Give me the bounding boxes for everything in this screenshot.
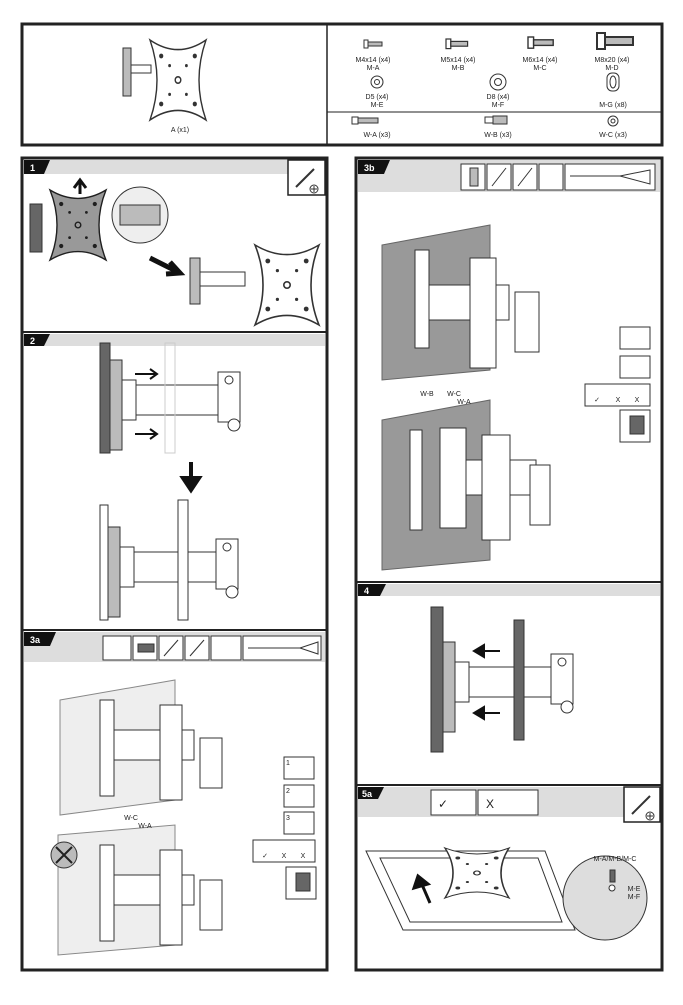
arrow-right-down-icon — [148, 255, 186, 277]
svg-text:W-B: W-B — [420, 391, 434, 398]
detail-magnifier — [562, 855, 648, 941]
svg-text:M8x20 (x4): M8x20 (x4) — [594, 57, 629, 64]
svg-text:M6x14 (x4): M6x14 (x4) — [522, 57, 557, 64]
tools-required-icons — [102, 635, 322, 661]
svg-text:4: 4 — [364, 586, 369, 596]
svg-text:M-G (x8): M-G (x8) — [599, 102, 627, 109]
screw-m-b: M5x14 (x4)M-B — [440, 38, 476, 72]
wall-screw-w-a: W-A (x3) — [351, 116, 391, 139]
step-1-panel: 1 — [24, 159, 326, 326]
step-5a-panel: 5a ✓ X M-A/M-B/M-C M-E M-F — [358, 786, 661, 941]
svg-text:M-A/M-B/M-C: M-A/M-B/M-C — [594, 856, 637, 863]
drilling-steps: ✓ X X — [584, 326, 651, 443]
arrow-right-icon — [135, 368, 159, 380]
step-number: 1 — [30, 163, 35, 173]
svg-text:1: 1 — [286, 760, 290, 767]
svg-text:M-E: M-E — [628, 886, 641, 893]
step-2-panel: 2 — [24, 334, 325, 621]
svg-text:X: X — [301, 853, 306, 860]
screw-m-a: M4x14 (x4)M-A — [355, 39, 391, 72]
svg-text:M-F: M-F — [492, 102, 504, 109]
svg-text:W-A (x3): W-A (x3) — [363, 132, 390, 139]
svg-text:M-A: M-A — [367, 65, 380, 72]
washer-m-e: D5 (x4)M-E — [366, 75, 389, 109]
svg-text:D8 (x4): D8 (x4) — [487, 94, 510, 101]
svg-text:W-C (x3): W-C (x3) — [599, 132, 627, 139]
wall-plug-w-b: W-B (x3) — [484, 115, 512, 139]
parts-list: A (x1) M4x14 (x4)M-A M5x14 (x4)M-B M6x14… — [20, 22, 664, 147]
tools-required-icons — [460, 163, 656, 191]
svg-text:D5 (x4): D5 (x4) — [366, 94, 389, 101]
svg-text:✓: ✓ — [438, 797, 448, 811]
svg-text:2: 2 — [286, 788, 290, 795]
arrow-down-icon — [179, 462, 203, 494]
svg-text:5a: 5a — [362, 789, 373, 799]
washer-m-f: D8 (x4)M-F — [487, 73, 510, 109]
svg-text:X: X — [486, 797, 494, 811]
step-3a-panel: 3a W-C W-A 1 2 3 — [24, 632, 325, 956]
svg-text:W-A: W-A — [457, 399, 471, 406]
step-3b-panel: 3b ✓ X X W-B W-C W-A — [358, 160, 660, 571]
arrow-right-icon — [135, 428, 159, 440]
screw-m-c: M6x14 (x4)M-C — [522, 36, 558, 72]
arrow-up-icon — [411, 873, 432, 904]
washer-w-c: W-C (x3) — [599, 115, 627, 139]
bracket-label: A (x1) — [171, 127, 189, 134]
svg-text:3: 3 — [286, 815, 290, 822]
svg-text:W-A: W-A — [138, 823, 152, 830]
brick-wall-illustration: W-C W-A — [50, 679, 223, 956]
svg-text:X: X — [282, 853, 287, 860]
svg-text:3b: 3b — [364, 163, 375, 173]
arrow-left-icon — [472, 705, 500, 721]
svg-text:W-C: W-C — [447, 391, 461, 398]
screw-m-d: M8x20 (x4)M-D — [594, 32, 634, 72]
svg-text:X: X — [635, 397, 640, 404]
svg-text:M-F: M-F — [628, 894, 640, 901]
spacer-m-g: M-G (x8) — [599, 72, 627, 109]
svg-text:M-D: M-D — [605, 65, 618, 72]
drilling-steps: 1 2 3 ✓ X X — [252, 756, 317, 900]
bracket-a-illustration: A (x1) — [122, 39, 207, 134]
arrow-left-icon — [472, 643, 500, 659]
svg-text:✓: ✓ — [262, 853, 268, 860]
svg-text:2: 2 — [30, 336, 35, 346]
svg-text:M-B: M-B — [452, 65, 465, 72]
svg-text:M5x14 (x4): M5x14 (x4) — [440, 57, 475, 64]
svg-text:3a: 3a — [30, 635, 41, 645]
svg-text:M-E: M-E — [371, 102, 384, 109]
svg-text:M-C: M-C — [533, 65, 546, 72]
svg-text:✓: ✓ — [594, 397, 600, 404]
svg-text:X: X — [616, 397, 621, 404]
svg-text:W-C: W-C — [124, 815, 138, 822]
svg-text:M4x14 (x4): M4x14 (x4) — [355, 57, 390, 64]
svg-text:W-B (x3): W-B (x3) — [484, 132, 511, 139]
step-4-panel: 4 — [358, 584, 660, 753]
arrow-up-icon — [72, 177, 88, 194]
